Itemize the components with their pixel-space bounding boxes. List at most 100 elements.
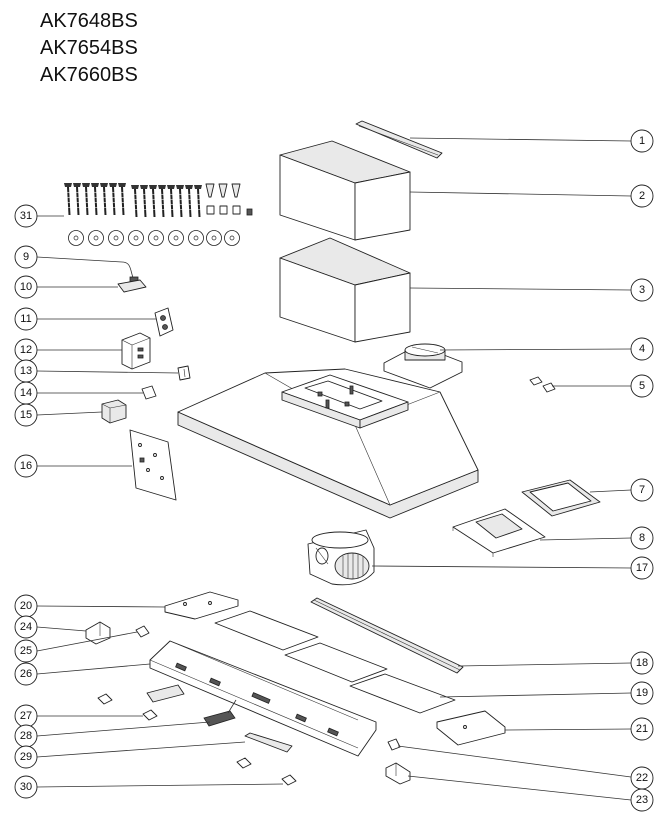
model-title-3: AK7660BS (40, 64, 138, 86)
callout-17: 17 (371, 556, 654, 580)
callout-18: 18 (457, 651, 654, 675)
callout-27: 27 (14, 704, 143, 728)
svg-text:28: 28 (20, 730, 32, 742)
callout-8: 8 (539, 526, 654, 550)
callout-25: 25 (14, 631, 138, 663)
screw (63, 182, 73, 216)
screw (193, 184, 203, 218)
part-4-duct-adapter (383, 343, 463, 389)
hood-body (177, 368, 479, 519)
callout-19: 19 (439, 681, 654, 705)
callout-3: 3 (409, 278, 654, 302)
part-16-electrical-plate (129, 429, 177, 501)
svg-text:18: 18 (636, 657, 648, 669)
screw (157, 184, 167, 218)
svg-text:26: 26 (20, 668, 32, 680)
grease-filter-3 (349, 673, 456, 714)
part-13-switch (177, 365, 191, 381)
callout-28: 28 (14, 721, 211, 748)
svg-text:4: 4 (639, 343, 645, 355)
svg-text:12: 12 (20, 344, 32, 356)
part-15-capacitor (101, 399, 127, 424)
svg-text:9: 9 (23, 251, 29, 263)
callout-5: 5 (552, 374, 654, 398)
callout-24: 24 (14, 615, 87, 639)
part-21-side-bracket (436, 710, 506, 746)
grease-filter-1 (214, 610, 319, 651)
wall-anchor (205, 183, 215, 198)
svg-text:20: 20 (20, 600, 32, 612)
part-11-control-switch (154, 307, 174, 337)
svg-text:11: 11 (20, 313, 31, 325)
grease-filter-2 (284, 642, 388, 683)
part-22-clip (387, 738, 401, 751)
svg-text:31: 31 (20, 210, 32, 222)
screw (81, 182, 91, 216)
part-25-clip (135, 625, 150, 638)
svg-text:1: 1 (639, 135, 645, 147)
part-12-control-box (121, 332, 151, 370)
part-29-bar (244, 732, 293, 753)
washer (68, 230, 84, 246)
wall-anchor (231, 183, 241, 198)
washer (108, 230, 124, 246)
part-17-blower-motor (307, 529, 375, 586)
callout-4: 4 (439, 337, 654, 361)
screw (184, 184, 194, 218)
callout-26: 26 (14, 662, 151, 686)
callout-21: 21 (504, 717, 654, 741)
screw (175, 184, 185, 218)
part-9-cable (121, 261, 139, 284)
screw (72, 182, 82, 216)
callout-12: 12 (14, 338, 122, 362)
screw (130, 184, 140, 218)
washer (148, 230, 164, 246)
part-27-clips (97, 693, 158, 721)
svg-text:22: 22 (636, 772, 648, 784)
callout-13: 13 (14, 359, 179, 383)
washer (88, 230, 104, 246)
screw (148, 184, 158, 218)
model-title-1: AK7648BS (40, 10, 138, 32)
part-7-panel (521, 479, 601, 517)
part-1-bracket-bar (355, 120, 443, 159)
callout-29: 29 (14, 741, 246, 769)
callout-20: 20 (14, 594, 166, 618)
bolt (246, 208, 253, 216)
part-8-mounting-plate (452, 508, 546, 557)
screw (117, 182, 127, 216)
callout-11: 11 (14, 307, 156, 331)
bolt (206, 205, 215, 215)
svg-text:7: 7 (639, 484, 645, 496)
callout-22: 22 (397, 745, 654, 790)
screw (99, 182, 109, 216)
part-26-front-panel (149, 640, 377, 757)
svg-text:17: 17 (636, 562, 648, 574)
callout-2: 2 (409, 184, 654, 208)
screw (90, 182, 100, 216)
callout-9: 9 (14, 245, 123, 269)
svg-text:16: 16 (20, 460, 32, 472)
svg-text:14: 14 (20, 387, 32, 399)
washer (168, 230, 184, 246)
part-3-lower-chimney-cover (279, 237, 411, 343)
part-10-connector (117, 279, 147, 293)
svg-text:13: 13 (20, 365, 32, 377)
svg-text:15: 15 (20, 409, 32, 421)
washer (224, 230, 240, 246)
part-2-upper-chimney-cover (279, 140, 411, 241)
part-28-light-bar (146, 684, 237, 727)
svg-text:23: 23 (636, 794, 648, 806)
svg-text:2: 2 (639, 190, 645, 202)
svg-text:5: 5 (639, 380, 645, 392)
washer (128, 230, 144, 246)
wall-anchor (218, 183, 228, 198)
svg-text:24: 24 (20, 621, 32, 633)
callout-23: 23 (407, 775, 654, 812)
callout-15: 15 (14, 403, 103, 427)
part-30-clips (236, 757, 297, 786)
part-19-grease-filters (214, 610, 456, 714)
callout-16: 16 (14, 454, 132, 478)
part-5-small-brackets (529, 376, 556, 393)
